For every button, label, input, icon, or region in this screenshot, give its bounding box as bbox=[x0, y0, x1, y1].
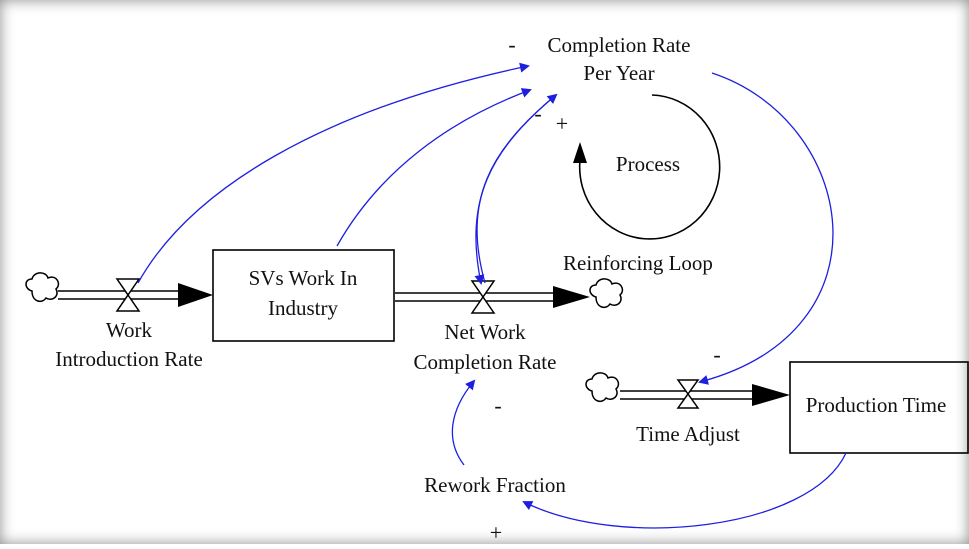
cloud-sink-icon bbox=[589, 278, 624, 309]
flow-work-introduction-label-line1: Work bbox=[106, 318, 153, 342]
link-svs-work-to-completion-rate bbox=[336, 88, 532, 247]
flow-arrowhead-work-introduction bbox=[178, 283, 213, 307]
link-rework-to-network bbox=[451, 379, 476, 466]
stock-svs-work-label-line2: Industry bbox=[268, 296, 338, 320]
loop-label: Reinforcing Loop bbox=[563, 251, 713, 275]
stock-svs-work-label-line1: SVs Work In bbox=[249, 266, 358, 290]
polarity-rework-to-network: - bbox=[494, 393, 501, 418]
cloud-source-time-adjust-icon bbox=[585, 372, 620, 403]
polarity-network-to-completion: - bbox=[534, 101, 541, 126]
valve-net-work-completion-icon[interactable] bbox=[470, 280, 496, 314]
var-completion-rate-line2: Per Year bbox=[583, 61, 654, 85]
link-completion-to-network bbox=[474, 94, 557, 285]
stock-production-time-label: Production Time bbox=[806, 393, 947, 417]
link-wir-to-completion-rate bbox=[137, 62, 530, 284]
valve-work-introduction-icon[interactable] bbox=[115, 278, 141, 312]
polarity-production-to-rework: + bbox=[490, 520, 502, 544]
loop-name: Process bbox=[616, 152, 680, 176]
link-completion-to-time-adjust bbox=[698, 72, 834, 385]
flow-arrowhead-time-adjust bbox=[752, 384, 790, 406]
stock-production-time[interactable] bbox=[789, 361, 969, 454]
flow-pipe-net-work-completion bbox=[395, 292, 555, 302]
polarity-completion-to-network: + bbox=[556, 111, 568, 136]
flow-work-introduction-label-line2: Introduction Rate bbox=[55, 347, 203, 371]
flow-pipe-work-introduction bbox=[58, 290, 180, 300]
var-rework-fraction: Rework Fraction bbox=[424, 473, 566, 497]
polarity-completion-to-time-adjust: - bbox=[713, 342, 720, 367]
valve-time-adjust-icon[interactable] bbox=[676, 379, 700, 409]
var-completion-rate-line1: Completion Rate bbox=[548, 33, 691, 57]
cloud-source-icon bbox=[25, 272, 60, 303]
link-network-to-completion-rate bbox=[476, 93, 558, 284]
polarity-wir-to-completion: - bbox=[508, 32, 515, 57]
loop-arc bbox=[578, 94, 721, 240]
flow-net-work-label-line1: Net Work bbox=[444, 320, 526, 344]
flow-net-work-label-line2: Completion Rate bbox=[414, 350, 557, 374]
link-production-to-rework bbox=[522, 452, 847, 529]
flow-arrowhead-net-work-completion bbox=[553, 286, 590, 308]
stock-svs-work-in-industry[interactable] bbox=[212, 249, 395, 342]
flow-time-adjust-label: Time Adjust bbox=[636, 422, 740, 446]
loop-arrowhead-icon bbox=[573, 142, 587, 163]
